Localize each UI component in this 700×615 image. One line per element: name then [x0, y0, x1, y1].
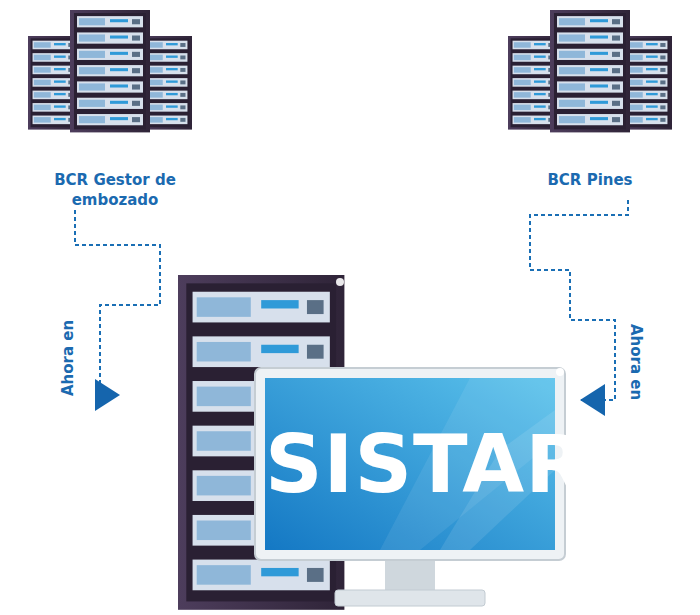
node-label: BCR Gestor de embozado	[40, 170, 190, 210]
system-node: SISTAR	[120, 275, 580, 610]
dashed-connector	[75, 210, 160, 395]
edge-label: Ahora en	[627, 324, 645, 400]
node-label: BCR Pines	[515, 170, 665, 190]
dashed-connector	[530, 200, 628, 400]
node-label: SISTAR	[265, 420, 555, 510]
server-node: BCR Gestor de embozado	[20, 5, 210, 210]
server-cluster	[28, 10, 192, 132]
server-node: BCR Pines	[495, 5, 685, 200]
server-cluster	[508, 10, 672, 132]
edge-label: Ahora en	[59, 320, 77, 396]
monitor	[255, 368, 565, 606]
